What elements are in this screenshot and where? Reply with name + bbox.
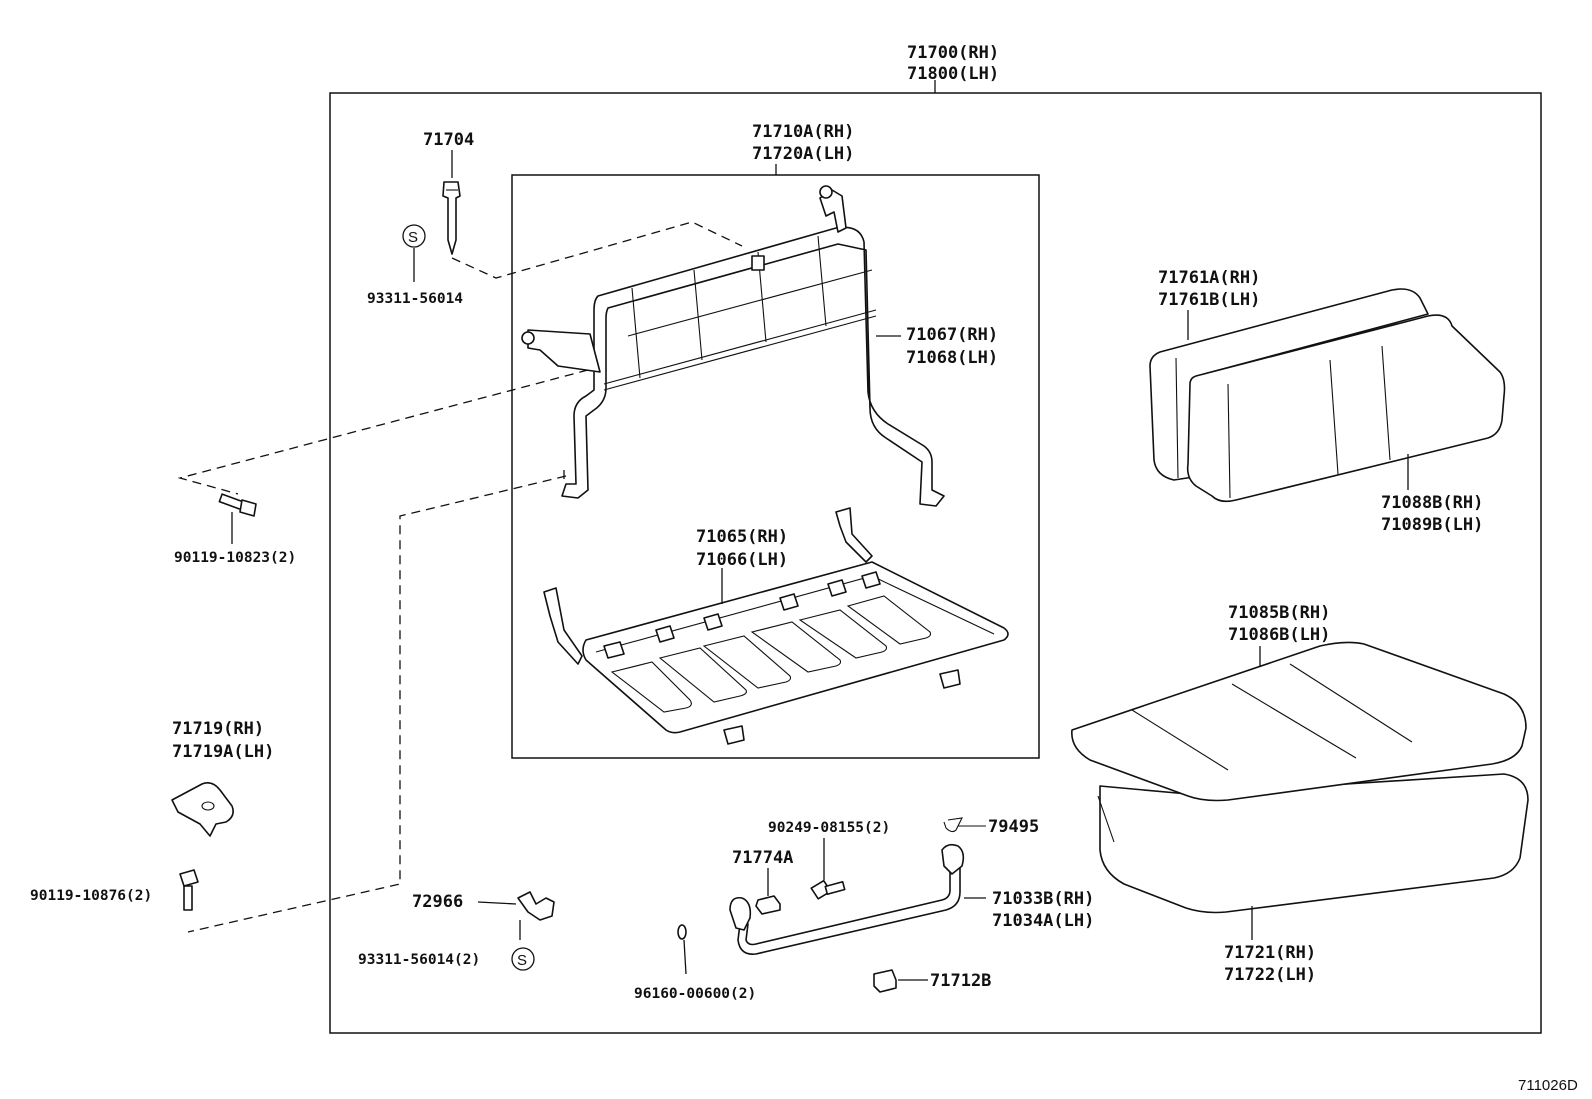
label-71700-rh: 71700(RH) — [907, 43, 999, 63]
washer-96160-icon — [677, 924, 687, 940]
label-71761b-lh: 71761B(LH) — [1158, 290, 1260, 310]
label-71761a-rh: 71761A(RH) — [1158, 268, 1260, 288]
label-71710a-rh: 71710A(RH) — [752, 122, 854, 142]
spring-79495-icon — [943, 817, 986, 833]
hinge-link-71033b-icon — [729, 843, 965, 956]
seat-cushion-frame-icon — [543, 507, 1009, 745]
s-symbol-1-icon — [402, 224, 426, 248]
clip-72966-icon — [517, 891, 555, 921]
label-71720a-lh: 71720A(LH) — [752, 144, 854, 164]
seat-cushion-cover-icon — [1071, 641, 1529, 914]
seat-back-cover-icon — [1149, 288, 1506, 503]
clip-71704-icon — [442, 181, 461, 255]
label-93311-56014-a: 93311-56014 — [367, 291, 463, 307]
bolt-90119-10823-icon — [218, 493, 257, 517]
svg-text:S: S — [517, 952, 527, 969]
bolt-90119-10876-icon — [179, 869, 199, 911]
label-71067-rh: 71067(RH) — [906, 325, 998, 345]
label-71068-lh: 71068(LH) — [906, 348, 998, 368]
label-71712b: 71712B — [930, 971, 991, 991]
label-71704: 71704 — [423, 130, 474, 150]
label-71722-lh: 71722(LH) — [1224, 965, 1316, 985]
label-72966: 72966 — [412, 892, 463, 912]
label-90119-10876: 90119-10876(2) — [30, 888, 152, 904]
label-71774a: 71774A — [732, 848, 793, 868]
label-71065-rh: 71065(RH) — [696, 527, 788, 547]
collar-71774a-icon — [755, 895, 781, 915]
label-90119-10823: 90119-10823(2) — [174, 550, 296, 566]
label-71800-lh: 71800(LH) — [907, 64, 999, 84]
label-71089b-lh: 71089B(LH) — [1381, 515, 1483, 535]
label-71721-rh: 71721(RH) — [1224, 943, 1316, 963]
label-90249-08155: 90249-08155(2) — [768, 820, 890, 836]
seat-back-frame-icon — [521, 185, 945, 507]
label-71034a-lh: 71034A(LH) — [992, 911, 1094, 931]
s-symbol-2-icon — [511, 947, 535, 971]
label-71086b-lh: 71086B(LH) — [1228, 625, 1330, 645]
label-71085b-rh: 71085B(RH) — [1228, 603, 1330, 623]
svg-text:S: S — [408, 229, 418, 246]
bolt-90249-icon — [810, 879, 846, 900]
cover-71719-icon — [171, 782, 234, 837]
label-79495: 79495 — [988, 817, 1039, 837]
label-96160-00600: 96160-00600(2) — [634, 986, 756, 1002]
label-71719-rh: 71719(RH) — [172, 719, 264, 739]
diagram-reference-code: 711026D — [1518, 1077, 1578, 1094]
label-71719a-lh: 71719A(LH) — [172, 742, 274, 762]
label-71066-lh: 71066(LH) — [696, 550, 788, 570]
label-71088b-rh: 71088B(RH) — [1381, 493, 1483, 513]
bushing-71712b-icon — [873, 969, 897, 993]
label-93311-56014-b: 93311-56014(2) — [358, 952, 480, 968]
label-71033b-rh: 71033B(RH) — [992, 889, 1094, 909]
